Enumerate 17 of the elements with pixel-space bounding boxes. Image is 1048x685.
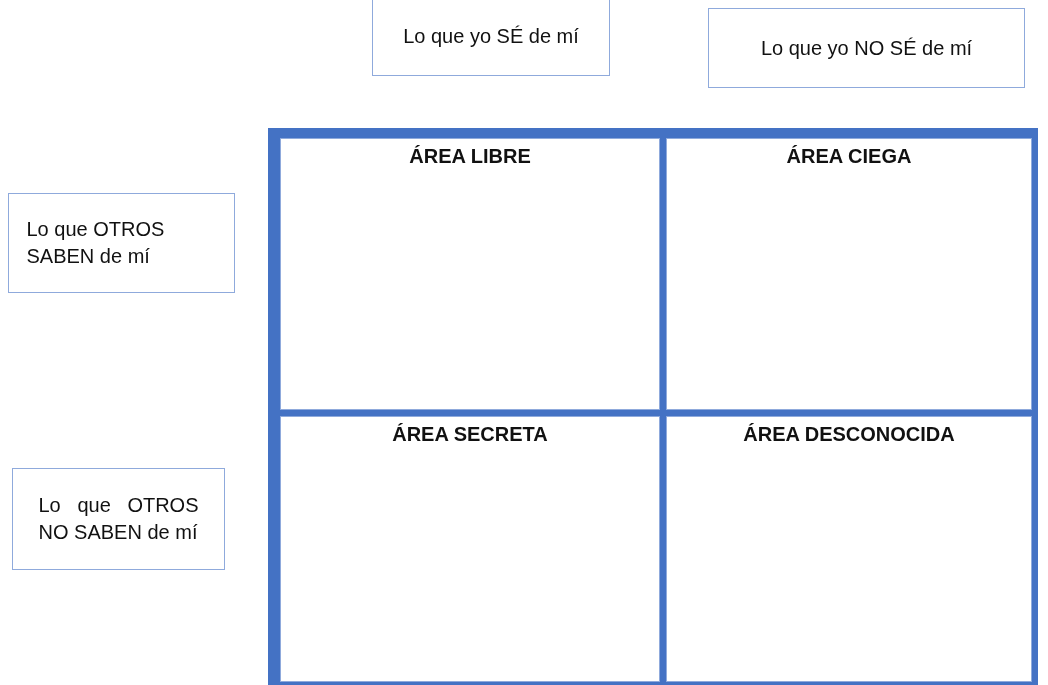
quadrant-box — [280, 138, 660, 410]
label-box — [12, 468, 225, 570]
grid-frame — [268, 128, 1038, 685]
quadrant-box — [666, 416, 1032, 682]
quadrant-box — [280, 416, 660, 682]
quadrant-title: ÁREA SECRETA — [392, 423, 548, 446]
label-box — [372, 0, 610, 76]
quadrant-title: ÁREA LIBRE — [409, 145, 531, 168]
label-box — [708, 8, 1025, 88]
axis-label: Lo que yo SÉ de mí — [403, 23, 579, 49]
axis-label: Lo que yo NO SÉ de mí — [760, 35, 973, 61]
quadrant-title: ÁREA DESCONOCIDA — [743, 423, 955, 446]
quadrant-box — [666, 138, 1032, 410]
quadrant-title: ÁREA CIEGA — [786, 145, 912, 168]
axis-label: Lo que OTROS SABEN de mí — [26, 217, 166, 269]
axis-label: Lo que OTROS NO SABEN de mí — [38, 493, 199, 545]
label-box — [8, 193, 235, 293]
